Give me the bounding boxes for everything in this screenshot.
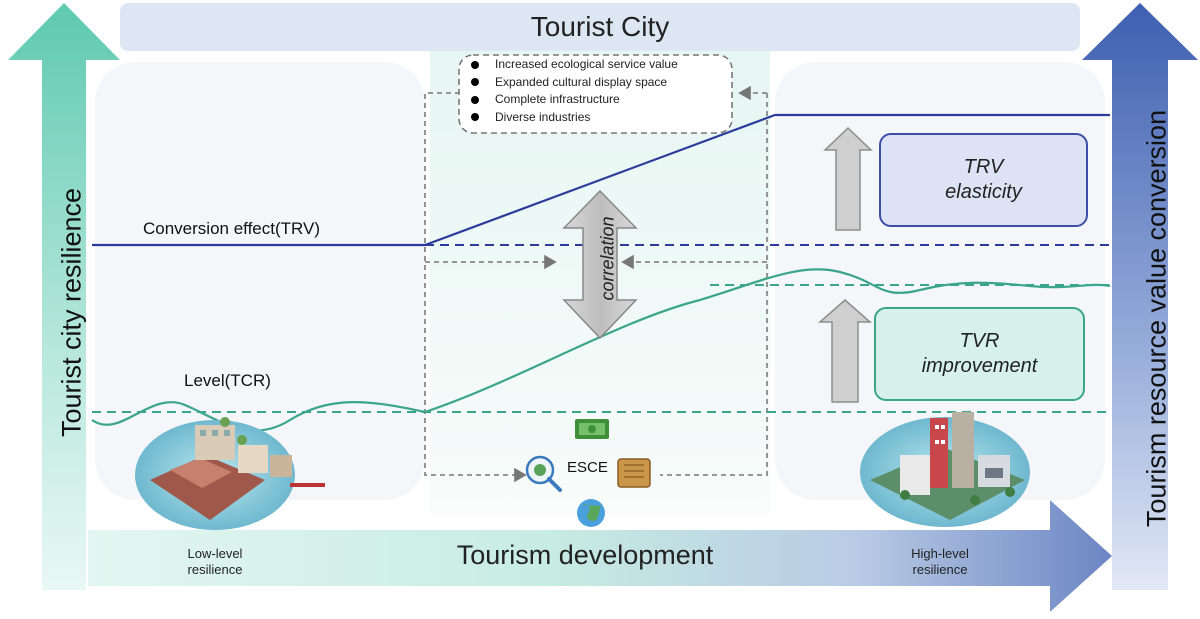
feature-item: Increased ecological service value xyxy=(462,56,732,74)
left-axis-label: Tourist city resilience xyxy=(56,187,87,438)
low-caption-line1: Low-level xyxy=(187,546,243,561)
left-background-panel xyxy=(95,62,425,500)
feature-text: Diverse industries xyxy=(495,109,591,124)
correlation-label: correlation xyxy=(597,216,618,301)
magnifier-icon xyxy=(525,455,562,492)
bullet-icon xyxy=(471,95,479,104)
esce-label: ESCE xyxy=(567,459,608,476)
trv-up-arrow xyxy=(823,126,873,231)
high-caption-line2: resilience xyxy=(912,562,968,577)
tvr-box-line2: improvement xyxy=(921,355,1038,377)
left-feedback-dash xyxy=(424,92,527,483)
low-level-caption: Low-level resilience xyxy=(160,546,270,578)
high-caption-line1: High-level xyxy=(911,546,969,561)
right-axis-label: Tourism resource value conversion xyxy=(1141,109,1172,528)
feature-item: Diverse industries xyxy=(462,109,732,127)
trv-elasticity-box: TRV elasticity xyxy=(879,133,1088,227)
tvr-up-arrow xyxy=(818,299,872,403)
globe-icon xyxy=(577,499,605,527)
title-bar: Tourist City xyxy=(120,3,1080,51)
bullet-icon xyxy=(471,78,479,87)
bullet-icon xyxy=(471,60,479,69)
tvr-improvement-box: TVR improvement xyxy=(874,307,1085,401)
low-caption-line2: resilience xyxy=(187,562,243,577)
page-title: Tourist City xyxy=(530,11,670,42)
high-level-city-illustration xyxy=(860,412,1030,527)
trv-line xyxy=(92,113,1110,247)
bullet-icon xyxy=(471,113,479,122)
feature-item: Expanded cultural display space xyxy=(462,74,732,92)
tcr-series-label: Level(TCR) xyxy=(184,371,271,390)
features-box xyxy=(458,54,733,134)
feature-text: Increased ecological service value xyxy=(495,57,678,71)
low-level-city-illustration xyxy=(135,417,325,530)
bottom-axis-label: Tourism development xyxy=(456,540,714,570)
scroll-icon xyxy=(617,458,651,488)
right-feedback-dash xyxy=(660,93,768,476)
money-icon xyxy=(575,419,609,439)
right-axis-arrow xyxy=(1082,3,1198,590)
trv-series-label: Conversion effect(TRV) xyxy=(143,219,320,238)
feature-text: Complete infrastructure xyxy=(495,92,620,106)
correlation-double-arrow xyxy=(562,189,638,340)
trv-box-line1: TRV xyxy=(963,156,1004,178)
tvr-box-line1: TVR xyxy=(959,330,1000,352)
trv-box-line2: elasticity xyxy=(945,181,1022,203)
bottom-axis-arrow xyxy=(88,500,1112,612)
feature-text: Expanded cultural display space xyxy=(495,74,668,89)
high-level-caption: High-level resilience xyxy=(880,546,1000,578)
left-axis-arrow xyxy=(8,3,120,590)
features-list: Increased ecological service value Expan… xyxy=(462,56,732,132)
feature-item: Complete infrastructure xyxy=(462,91,732,109)
